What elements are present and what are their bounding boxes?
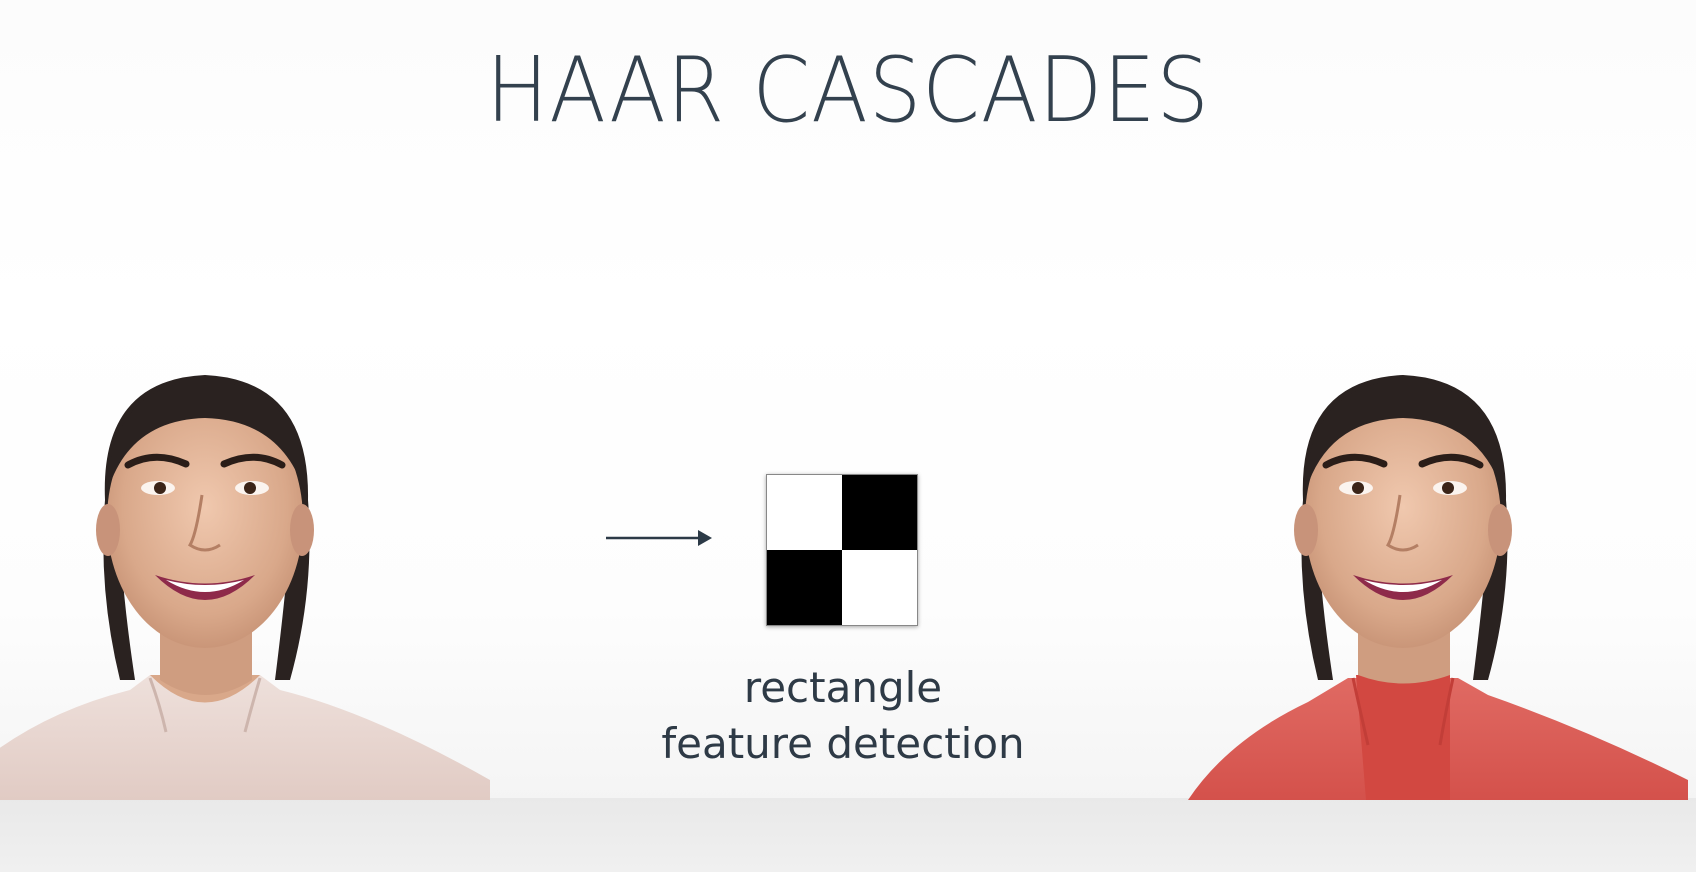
- caption-line-1: rectangle: [743, 663, 943, 712]
- feature-cell-white-bottom-right: [842, 550, 917, 625]
- slide-title: HAAR CASCADES: [486, 38, 1210, 143]
- feature-cell-white-top-left: [767, 475, 842, 550]
- feature-cell-black-bottom-left: [767, 550, 842, 625]
- portrait-left-image: [0, 375, 490, 800]
- feature-caption: rectangle feature detection: [600, 660, 1086, 772]
- haar-rectangle-feature: [766, 474, 918, 626]
- arrow-right-icon: [606, 530, 712, 546]
- caption-line-2: feature detection: [661, 719, 1025, 768]
- portrait-right-image: [1188, 375, 1688, 800]
- floor-band: [0, 798, 1696, 872]
- feature-cell-black-top-right: [842, 475, 917, 550]
